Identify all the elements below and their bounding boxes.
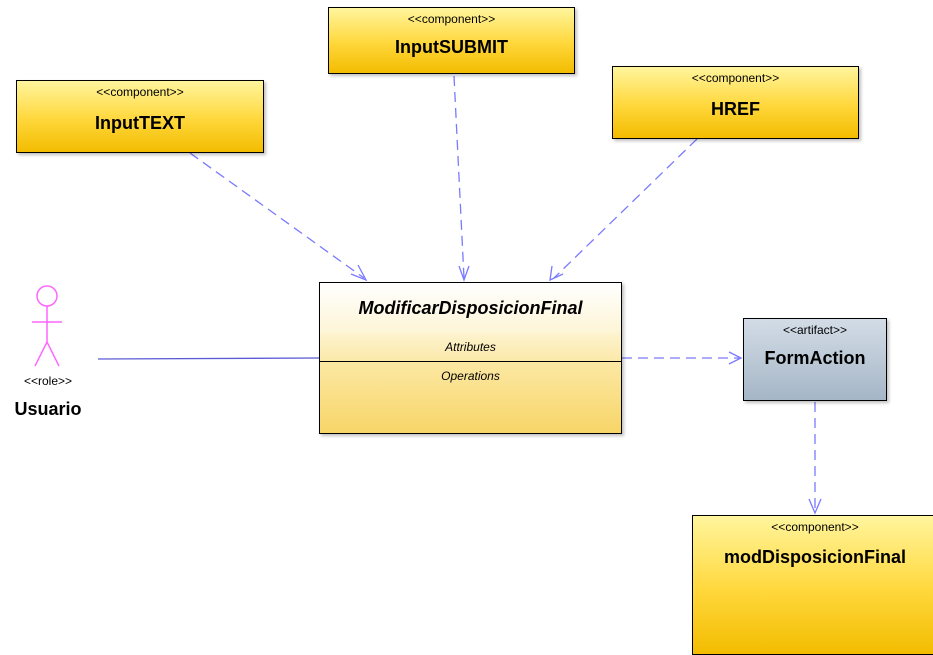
- arrowhead-formaction: [728, 351, 743, 365]
- input-submit-component[interactable]: <<component>> InputSUBMIT: [328, 7, 575, 74]
- association-line: [97, 357, 321, 360]
- component-name: HREF: [711, 99, 760, 119]
- component-stereotype: <<component>>: [691, 71, 780, 85]
- operations-label: Operations: [441, 369, 500, 383]
- form-action-artifact[interactable]: <<artifact>> FormAction: [743, 318, 887, 401]
- dependency-inputtext-to-class: [189, 152, 365, 279]
- arrowhead-component: [808, 498, 822, 515]
- actor-stereotype: <<role>>: [23, 374, 73, 388]
- input-text-component[interactable]: <<component>> InputTEXT: [16, 80, 264, 153]
- arrowhead-inputsubmit: [458, 265, 470, 282]
- class-name: ModificarDisposicionFinal: [320, 283, 621, 334]
- href-component[interactable]: <<component>> HREF: [612, 66, 859, 139]
- artifact-name: FormAction: [764, 348, 866, 368]
- artifact-stereotype: <<artifact>>: [782, 323, 848, 337]
- component-name: InputTEXT: [95, 113, 185, 133]
- arrowhead-href: [549, 265, 564, 282]
- component-stereotype: <<component>>: [96, 85, 184, 99]
- component-stereotype: <<component>>: [771, 520, 859, 534]
- component-name: modDisposicionFinal: [723, 547, 906, 567]
- operations-compartment: Operations: [320, 362, 621, 433]
- dependency-href-to-class: [553, 138, 698, 279]
- attributes-label: Attributes: [445, 340, 496, 354]
- attributes-compartment: Attributes: [320, 333, 621, 362]
- mod-disposicion-final-component[interactable]: <<component>> modDisposicionFinal: [692, 515, 933, 655]
- modificar-disposicion-final-class[interactable]: ModificarDisposicionFinal Attributes Ope…: [319, 282, 622, 434]
- stick-figure-icon: [32, 285, 62, 367]
- component-name: InputSUBMIT: [395, 37, 508, 57]
- dependency-inputsubmit-to-class: [453, 75, 465, 279]
- actor-name: Usuario: [14, 399, 82, 419]
- component-stereotype: <<component>>: [407, 12, 496, 26]
- actor-usuario[interactable]: <<role>> Usuario: [10, 284, 100, 424]
- arrowhead-inputtext: [350, 264, 368, 282]
